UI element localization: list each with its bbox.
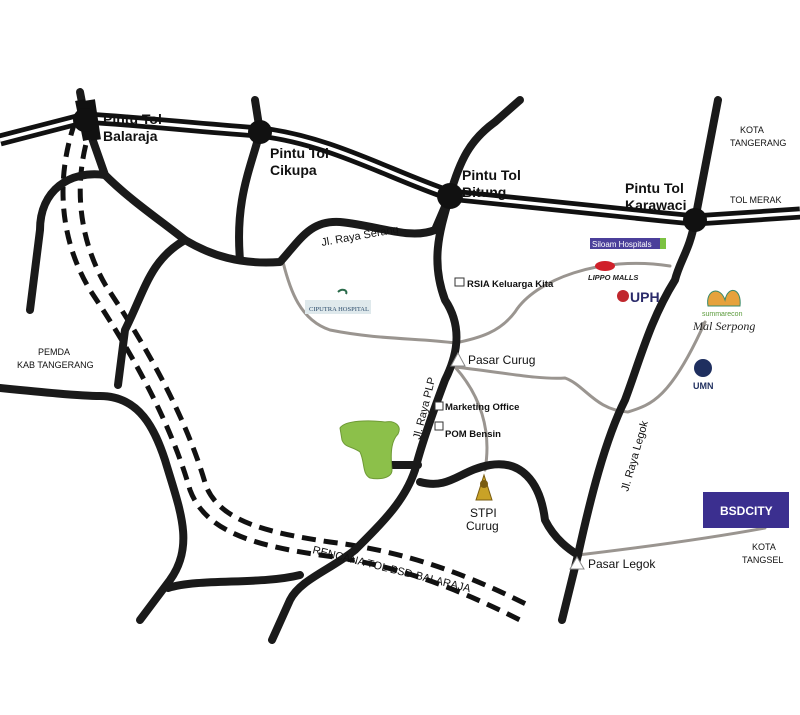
toll-gate-cikupa-marker [248, 120, 272, 144]
toll-gate-label: Bitung [462, 184, 506, 200]
main-roads [0, 88, 722, 644]
minor-road [453, 365, 489, 472]
region-label: KAB TANGERANG [17, 360, 94, 370]
toll-gate-label: Cikupa [270, 162, 317, 178]
place-label: Pasar Curug [468, 353, 535, 367]
svg-text:BSDCITY: BSDCITY [720, 504, 773, 518]
uph-logo: UPH [617, 289, 660, 305]
market-marker [569, 556, 585, 570]
region-label: KOTA [740, 125, 764, 135]
region-label: TANGSEL [742, 555, 783, 565]
svg-text:UPH: UPH [630, 289, 660, 305]
toll-gate-label: Pintu Tol [103, 111, 162, 127]
stpi-emblem [475, 473, 493, 501]
toll-gate-karawaci-marker [683, 208, 707, 232]
region-label: KOTA [752, 542, 776, 552]
toll-gate-label: Pintu Tol [625, 180, 684, 196]
svg-text:Siloam Hospitals: Siloam Hospitals [592, 240, 652, 249]
toll-gate-bitung-marker [437, 183, 463, 209]
place-label: STPI [470, 506, 497, 520]
minor-road [453, 320, 707, 414]
svg-text:summarecon: summarecon [702, 311, 743, 318]
toll-gate-label: Pintu Tol [462, 167, 521, 183]
place-marker [454, 277, 465, 287]
place-label: Curug [466, 519, 499, 533]
planned-toll-road [60, 121, 532, 623]
siloam-logo: Siloam Hospitals [590, 238, 666, 249]
minor-road [576, 526, 767, 557]
place-label: Marketing Office [445, 402, 519, 413]
svg-text:Mal Serpong: Mal Serpong [692, 319, 755, 333]
project-site [339, 420, 400, 480]
lippo-malls-logo: LIPPO MALLS [588, 261, 638, 282]
ciputra-hospital-logo: CIPUTRA HOSPITAL [305, 288, 371, 314]
place-label: RSIA Keluarga Kita [467, 279, 554, 290]
bsd-city-logo: BSDCITY [703, 492, 789, 528]
place-label: Pasar Legok [588, 557, 656, 571]
toll-gate-label: Karawaci [625, 197, 686, 213]
summarecon-mal-serpong-logo: summarecon Mal Serpong [692, 290, 755, 333]
umn-logo: UMN [693, 359, 714, 391]
toll-gate-balaraja-marker [73, 108, 97, 132]
svg-text:LIPPO MALLS: LIPPO MALLS [588, 273, 638, 282]
region-label: PEMDA [38, 347, 70, 357]
svg-text:UMN: UMN [693, 381, 714, 391]
road-label: Jl. Raya Legok [619, 419, 651, 493]
place-marker [434, 421, 444, 431]
svg-text:CIPUTRA HOSPITAL: CIPUTRA HOSPITAL [309, 306, 369, 313]
region-label: TOL MERAK [730, 195, 782, 205]
place-label: POM Bensin [445, 429, 501, 440]
place-marker [434, 401, 444, 411]
market-marker [450, 351, 466, 367]
toll-road [0, 111, 800, 227]
toll-gate-label: Pintu Tol [270, 145, 329, 161]
toll-gate-label: Balaraja [103, 128, 158, 144]
region-label: TANGERANG [730, 138, 786, 148]
